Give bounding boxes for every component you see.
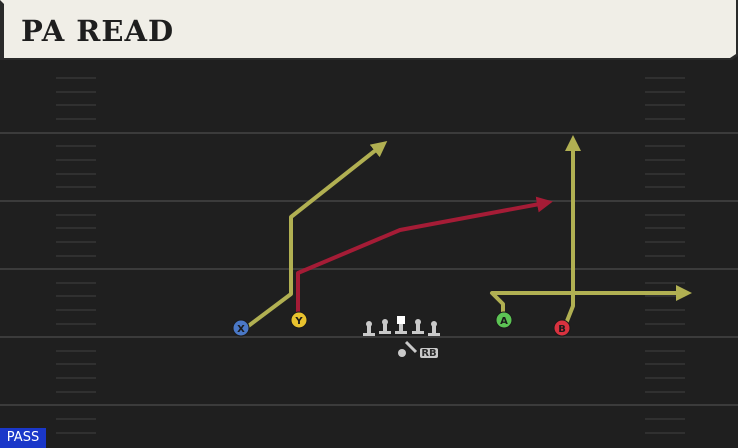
receiver-y: Y: [290, 311, 308, 329]
hash-marks: [56, 77, 685, 434]
route-b: [563, 135, 581, 327]
receiver-a-label: A: [500, 316, 508, 327]
receiver-b: B: [553, 319, 571, 337]
lineman-rg: [412, 319, 424, 334]
route-y: [296, 196, 553, 318]
receiver-y-label: Y: [294, 316, 303, 327]
center: [395, 316, 407, 334]
rb-label: RB: [421, 348, 436, 359]
receiver-b-label: B: [558, 324, 566, 335]
field-diagram: RB X Y A B: [0, 77, 738, 434]
header-panel: [0, 0, 738, 60]
pass-badge: PASS: [0, 428, 46, 448]
offensive-line: [363, 316, 440, 336]
lineman-rt: [428, 321, 440, 336]
receiver-x: X: [232, 319, 250, 337]
receiver-a: A: [495, 311, 513, 329]
route-a: [490, 285, 692, 316]
receiver-x-label: X: [237, 324, 245, 335]
lineman-lg: [379, 319, 391, 334]
running-back: RB: [420, 348, 438, 359]
yard-lines: [0, 132, 738, 406]
play-header: PA READ: [0, 0, 738, 60]
route-x: [245, 141, 388, 329]
play-title: PA READ: [21, 14, 175, 48]
lineman-lt: [363, 321, 375, 336]
quarterback: [398, 340, 418, 357]
